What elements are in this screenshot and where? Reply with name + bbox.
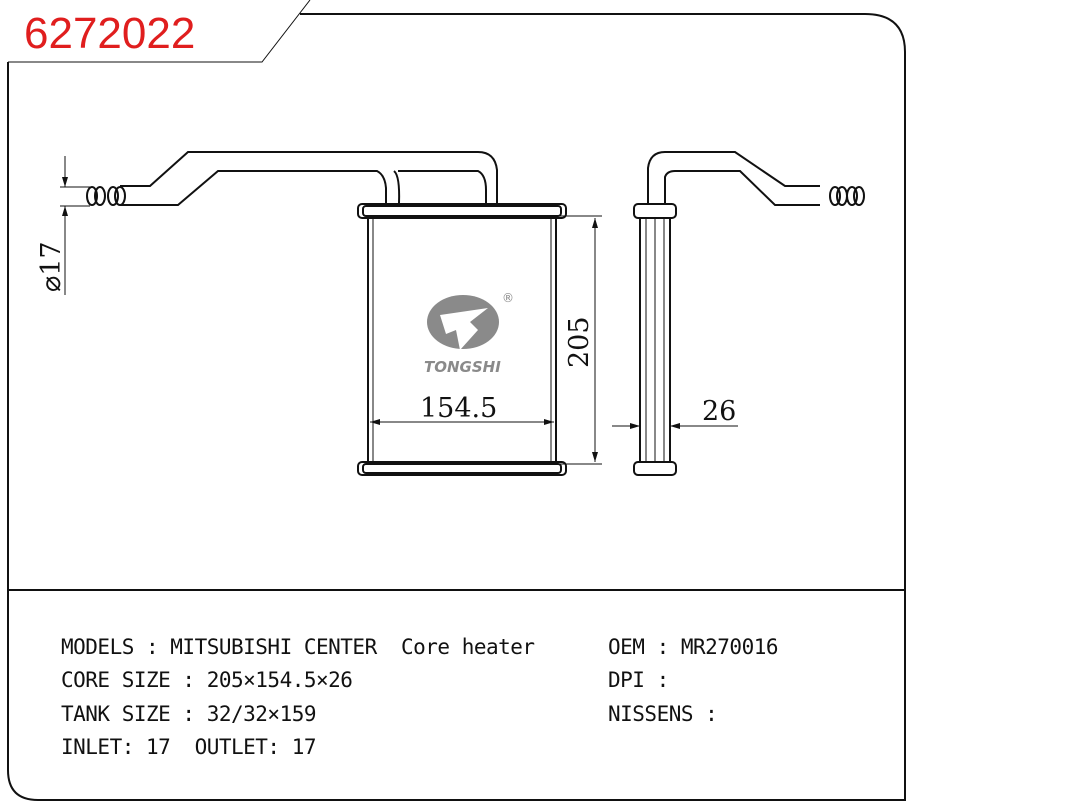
svg-text:®: ® (502, 291, 514, 305)
svg-text:154.5: 154.5 (420, 393, 497, 424)
spec-core-size: CORE SIZE : 205×154.5×26 (61, 668, 353, 692)
dimension-width: 154.5 (370, 393, 554, 425)
pipes-front (86, 151, 498, 206)
core-side-view (633, 151, 865, 476)
dimension-pipe-diameter: ⌀17 (36, 156, 90, 295)
spec-models: MODELS : MITSUBISHI CENTER Core heater (61, 635, 535, 659)
svg-text:⌀17: ⌀17 (36, 241, 67, 292)
spec-oem: OEM : MR270016 (608, 635, 779, 659)
spec-nissens: NISSENS : (608, 702, 718, 726)
part-number-title: 6272022 (24, 9, 195, 58)
svg-text:205: 205 (564, 316, 595, 368)
title-tab (8, 0, 311, 63)
drawing-frame (7, 13, 906, 801)
svg-text:26: 26 (702, 396, 736, 427)
dimension-height: 205 (556, 215, 602, 465)
tongshi-logo: ® TONGSHI (424, 291, 514, 376)
spec-dpi: DPI : (608, 668, 669, 692)
dimension-depth: 26 (612, 396, 738, 429)
spec-tank-size: TANK SIZE : 32/32×159 (61, 702, 317, 726)
spec-inlet-outlet: INLET: 17 OUTLET: 17 (61, 735, 317, 759)
svg-text:TONGSHI: TONGSHI (424, 358, 501, 376)
